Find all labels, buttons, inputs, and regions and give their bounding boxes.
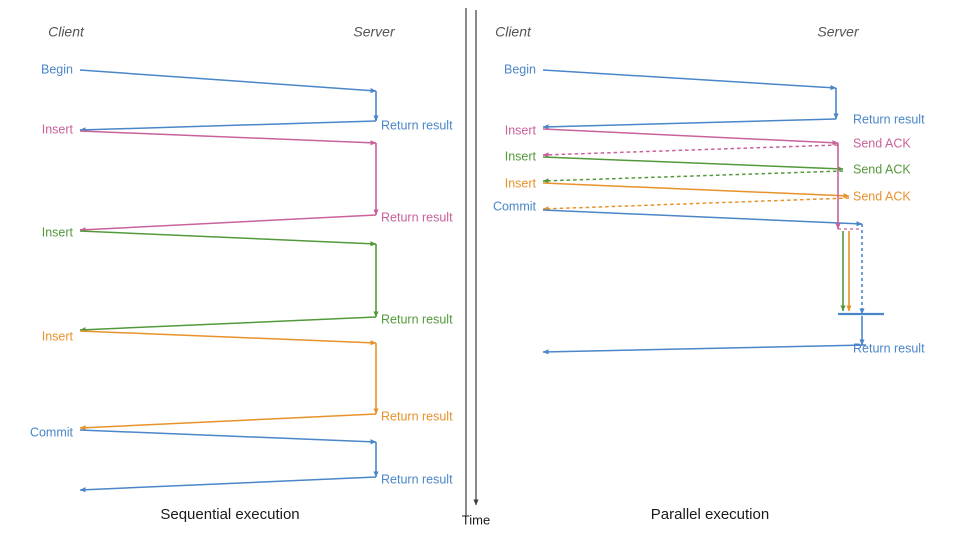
- commit-request: [542, 209, 863, 227]
- insert1-request-label: Insert: [42, 122, 74, 136]
- begin-return: [542, 118, 837, 130]
- begin-request-label: Begin: [504, 62, 536, 76]
- begin-return-label: Return result: [853, 112, 925, 126]
- actor-title-client: Client: [48, 24, 85, 40]
- time-axis-label: Time: [462, 512, 490, 527]
- commit-return-label: Return result: [381, 472, 453, 486]
- insert2-return-label: Return result: [381, 312, 453, 326]
- panel-caption-sequential: Sequential execution: [160, 506, 299, 523]
- insert3-return-label: Return result: [381, 409, 453, 423]
- insert3-request: [79, 330, 377, 346]
- insert2-request: [542, 156, 844, 172]
- commit-request-label: Commit: [30, 425, 74, 439]
- begin-request: [79, 69, 377, 94]
- commit-return: [79, 476, 377, 493]
- insert1-request: [542, 128, 839, 146]
- insert1-request: [79, 130, 377, 146]
- insert2-request-label: Insert: [42, 225, 74, 239]
- insert3-ack: [542, 197, 850, 212]
- begin-request: [542, 69, 837, 91]
- begin-return: [79, 120, 377, 133]
- actor-title-client: Client: [495, 24, 532, 40]
- insert2-ack: [542, 170, 844, 184]
- commit-request: [79, 429, 377, 445]
- insert2-return: [79, 316, 377, 333]
- insert1-ack-label: Send ACK: [853, 136, 911, 150]
- panel-caption-parallel: Parallel execution: [651, 506, 769, 523]
- time-axis-group: Time: [462, 10, 490, 527]
- insert2-ack-label: Send ACK: [853, 162, 911, 176]
- insert1-ack: [542, 144, 839, 158]
- actor-title-server: Server: [817, 24, 860, 40]
- insert3-ack-label: Send ACK: [853, 189, 911, 203]
- insert3-request-label: Insert: [505, 176, 537, 190]
- insert2-request: [79, 230, 377, 247]
- begin-return-label: Return result: [381, 118, 453, 132]
- insert3-request-label: Insert: [42, 329, 74, 343]
- insert3-return: [79, 413, 377, 431]
- insert1-request-label: Insert: [505, 123, 537, 137]
- commit-return-label: Return result: [853, 341, 925, 355]
- commit-return: [542, 344, 867, 355]
- insert1-return-label: Return result: [381, 210, 453, 224]
- begin-request-label: Begin: [41, 62, 73, 76]
- insert3-request: [542, 182, 850, 199]
- insert2-request-label: Insert: [505, 149, 537, 163]
- actor-title-server: Server: [353, 24, 396, 40]
- insert1-return: [79, 214, 377, 233]
- commit-request-label: Commit: [493, 199, 537, 213]
